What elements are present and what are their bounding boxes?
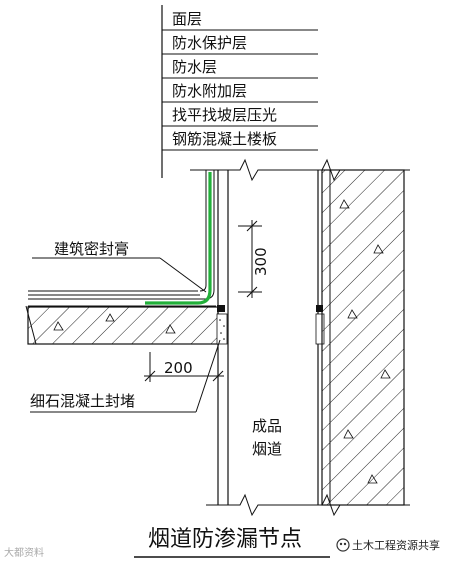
layer-label-waterproof: 防水层 [172,58,217,76]
floor-finish-layers [28,290,216,307]
dimension-200 [144,352,224,382]
sealant-label: 建筑密封膏 [54,240,129,258]
plug-concrete [216,313,228,345]
break-mark-bottom [206,493,300,517]
brand-label: 土木工程资源共享 [352,538,440,552]
layer-label-additional: 防水附加层 [172,82,247,100]
brand-icon [336,538,350,552]
layer-label-surface: 面层 [172,10,202,28]
layer-label-protection: 防水保护层 [172,34,247,52]
layer-label-leveling: 找平找坡层压光 [172,106,277,124]
dimension-300 [238,220,262,298]
slab-break-line [25,305,37,345]
watermark: 大都资料 [4,546,44,559]
wall-break-mark-top [300,158,410,182]
break-mark-top [190,158,300,182]
layer-label-slab: 钢筋混凝土楼板 [172,130,277,148]
wall-break-mark-bottom [300,493,410,517]
sealant-leader [32,257,207,293]
flue-label-line1: 成品 [252,417,282,435]
drawing-title: 烟道防渗漏节点 [148,527,302,552]
plug-label: 细石混凝土封堵 [30,392,135,410]
flue-joint-seal [217,305,225,312]
concrete-wall [321,169,405,506]
layer-separators [162,29,318,151]
dimension-300-label: 300 [252,247,270,276]
flue-right-joint-seal [316,305,323,312]
waterproof-membrane [145,172,212,305]
dimension-200-label: 200 [164,359,193,377]
plug-leader [30,339,221,413]
flue-label-line2: 烟道 [252,440,282,458]
concrete-slab [27,306,219,345]
plug-dots [219,319,225,340]
